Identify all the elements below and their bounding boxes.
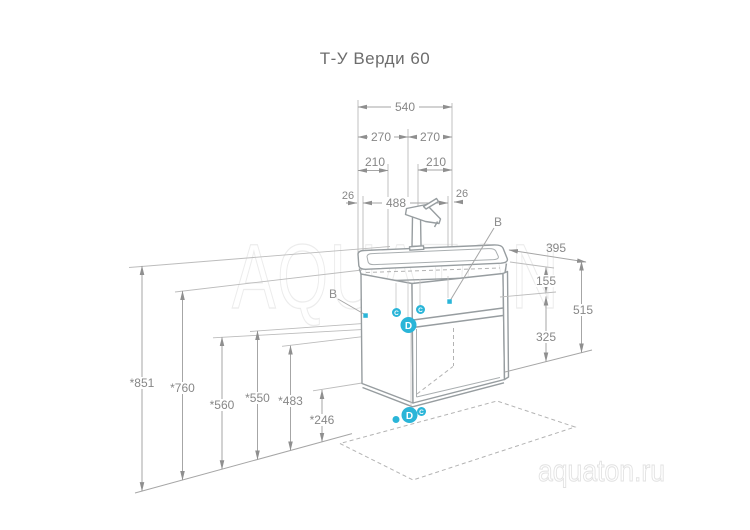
floor-projection — [134, 349, 593, 494]
basin-rim — [357, 244, 509, 270]
marker-d-bottom-letter: D — [406, 411, 413, 422]
marker-c-mid-left-letter: C — [394, 310, 399, 317]
dim-26-left: 26 — [342, 190, 354, 202]
dim-550: *550 — [245, 391, 270, 405]
cabinet-front — [411, 272, 506, 404]
marker-c-mid-right-letter: C — [418, 307, 423, 314]
faucet-spout — [404, 203, 442, 225]
marker-c-bottom-right-letter: C — [419, 409, 424, 416]
dim-483: *483 — [278, 394, 303, 408]
cabinet-rail — [412, 307, 504, 329]
dim-155: 155 — [536, 274, 556, 288]
dim-325: 325 — [536, 330, 556, 344]
extension-line — [174, 269, 363, 293]
label-b-right: B — [494, 215, 502, 229]
cabinet-bottom-thickness — [362, 382, 505, 408]
dim-210-right: 210 — [426, 155, 446, 169]
basin-hidden-line — [365, 267, 501, 273]
cabinet — [360, 270, 510, 408]
marker-d-mid-letter: D — [405, 321, 412, 332]
dim-395: 395 — [546, 241, 566, 255]
dim-560: *560 — [210, 398, 235, 412]
dim-760: *760 — [170, 381, 195, 395]
leader-line-b-left — [337, 298, 365, 315]
drawing-title: Т-У Верди 60 — [320, 49, 430, 68]
cabinet-side-panel — [360, 273, 414, 404]
dim-851: *851 — [130, 376, 155, 390]
cabinet-interior-edges — [416, 329, 501, 398]
wall-mount-point-left — [363, 313, 368, 318]
wall-mount-point-right — [447, 299, 452, 304]
faucet-base — [408, 245, 425, 251]
dim-540: 540 — [395, 100, 415, 114]
basin-bowl — [366, 248, 499, 266]
extension-line — [128, 246, 391, 268]
label-b-left: B — [329, 287, 337, 301]
cabinet-right-edge — [502, 270, 510, 381]
dimension-line-395 — [508, 249, 587, 263]
dim-488: 488 — [386, 196, 406, 210]
dim-270-right: 270 — [420, 130, 440, 144]
faucet-aerator — [433, 221, 439, 228]
marker-c-bottom-right — [417, 407, 426, 416]
floor-line-left — [134, 433, 353, 494]
faucet — [404, 197, 442, 251]
watermark-corner: aquaton.ru — [538, 453, 665, 488]
washbasin — [357, 244, 509, 283]
marker-dot-bottom-left — [392, 416, 400, 423]
marker-d-bottom — [401, 407, 418, 423]
marker-c-mid-right — [416, 305, 425, 314]
dim-270-left: 270 — [371, 130, 391, 144]
top-dimensions: 540 270 270 210 210 26 26 488 — [342, 100, 468, 254]
left-dimensions: *851 *760 *560 *550 *483 *246 — [127, 265, 337, 492]
floor-footprint-dashed — [338, 400, 577, 481]
floor-line-right — [504, 349, 593, 373]
marker-c-mid-left — [392, 308, 401, 317]
right-dimensions: 395 155 325 515 — [499, 241, 594, 362]
mount-markers: B B C D C D C — [329, 215, 502, 423]
dim-26-right: 26 — [456, 188, 468, 200]
leader-line-b-right — [450, 227, 495, 301]
dim-210-left: 210 — [365, 155, 385, 169]
faucet-lever — [422, 197, 440, 210]
cabinet-hidden-edges — [416, 328, 454, 395]
extension-line — [312, 382, 363, 392]
marker-d-mid — [400, 317, 417, 333]
dim-246: *246 — [310, 413, 335, 427]
dim-515: 515 — [573, 303, 593, 317]
